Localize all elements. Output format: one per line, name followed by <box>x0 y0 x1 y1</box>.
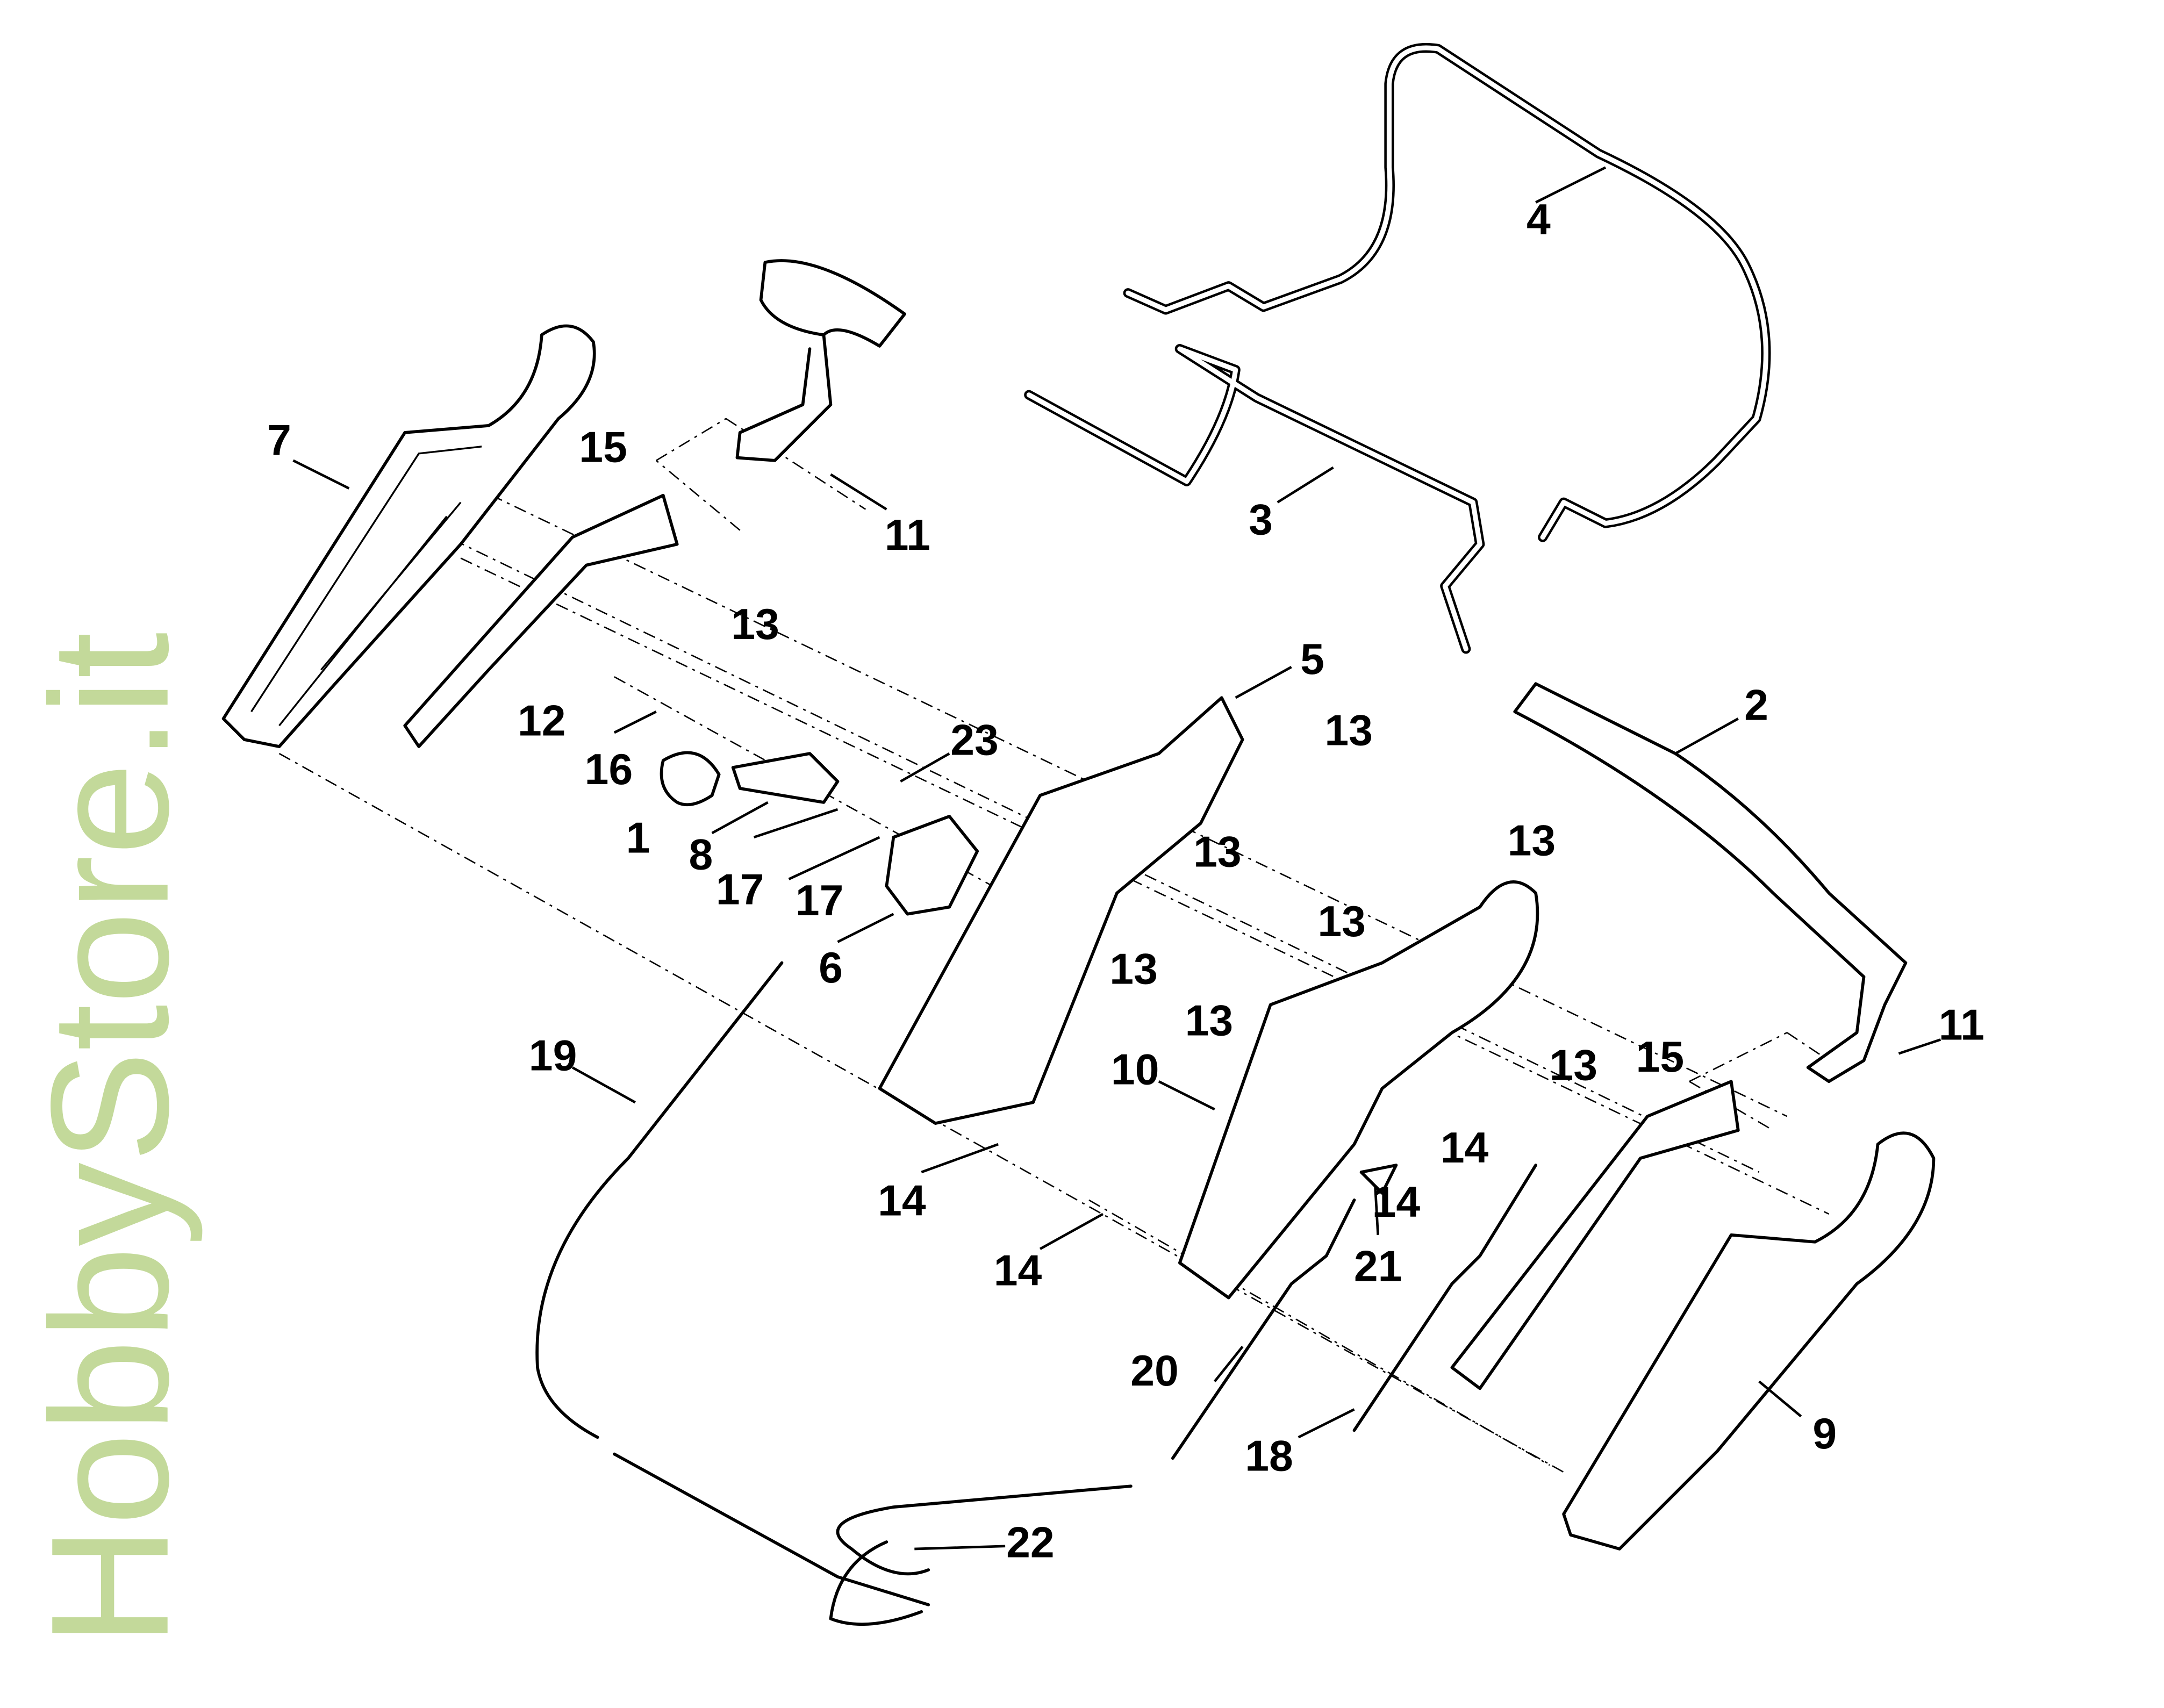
part-10-right-housing <box>1178 880 1539 1300</box>
callout-14: 14 <box>1441 1124 1489 1172</box>
callout-13: 13 <box>1550 1042 1598 1090</box>
part-1-knob <box>660 751 721 807</box>
callout-18: 18 <box>1245 1432 1293 1481</box>
callout-13: 13 <box>1324 706 1373 755</box>
part-8-shaft <box>731 752 840 804</box>
callout-4: 4 <box>1527 196 1551 244</box>
callout-15: 15 <box>1636 1033 1685 1081</box>
callout-2: 2 <box>1744 681 1768 730</box>
callout-13: 13 <box>1193 828 1242 876</box>
callout-3: 3 <box>1249 496 1273 544</box>
callout-13: 13 <box>1109 945 1158 993</box>
callout-12: 12 <box>518 697 566 745</box>
upper-left-grip <box>735 259 906 462</box>
callout-14: 14 <box>1372 1178 1421 1226</box>
left-handle-tube <box>403 493 679 748</box>
callout-21: 21 <box>1354 1243 1402 1291</box>
callout-6: 6 <box>819 944 843 992</box>
callout-23: 23 <box>950 716 999 765</box>
part-22-cable-clip <box>829 1484 1133 1626</box>
callout-20: 20 <box>1130 1347 1179 1395</box>
part-18-cable <box>1352 1164 1538 1432</box>
callout-16: 16 <box>585 745 633 794</box>
callout-7: 7 <box>267 416 291 464</box>
callout-14: 14 <box>994 1246 1042 1295</box>
callout-1: 1 <box>626 814 650 862</box>
callout-9: 9 <box>1812 1410 1837 1458</box>
callout-17: 17 <box>796 877 844 925</box>
callout-22: 22 <box>1006 1519 1055 1567</box>
callout-13: 13 <box>1317 898 1366 946</box>
callouts: 1 2 3 4 5 6 7 8 9 10 11 11 12 13 13 13 1… <box>267 196 1984 1567</box>
part-20-cable <box>1171 1199 1356 1460</box>
callout-13: 13 <box>1508 817 1556 865</box>
part-7-left-cover <box>221 324 596 748</box>
callout-17: 17 <box>716 865 764 914</box>
callout-11: 11 <box>1939 1001 1984 1049</box>
callout-14: 14 <box>878 1176 926 1225</box>
part-4-upper-handle <box>1123 42 1771 542</box>
part-6-switch-block <box>885 815 979 916</box>
part-21-clip <box>1359 1164 1398 1195</box>
callout-15: 15 <box>579 423 627 471</box>
callout-11: 11 <box>885 511 930 559</box>
part-9-right-cover <box>1562 1131 1936 1551</box>
part-2-handle-tube <box>1513 682 1908 1083</box>
callout-5: 5 <box>1300 635 1324 684</box>
part-19-cable <box>535 961 930 1606</box>
callout-8: 8 <box>689 831 713 879</box>
leader-lines <box>292 166 1941 1551</box>
right-handle-tube <box>1450 1080 1740 1390</box>
watermark: HobbyStore.it <box>17 631 204 1647</box>
callout-10: 10 <box>1111 1045 1159 1094</box>
callout-19: 19 <box>529 1031 577 1080</box>
callout-13: 13 <box>731 600 779 649</box>
callout-13: 13 <box>1185 997 1234 1045</box>
part-5-control-housing <box>878 696 1244 1125</box>
